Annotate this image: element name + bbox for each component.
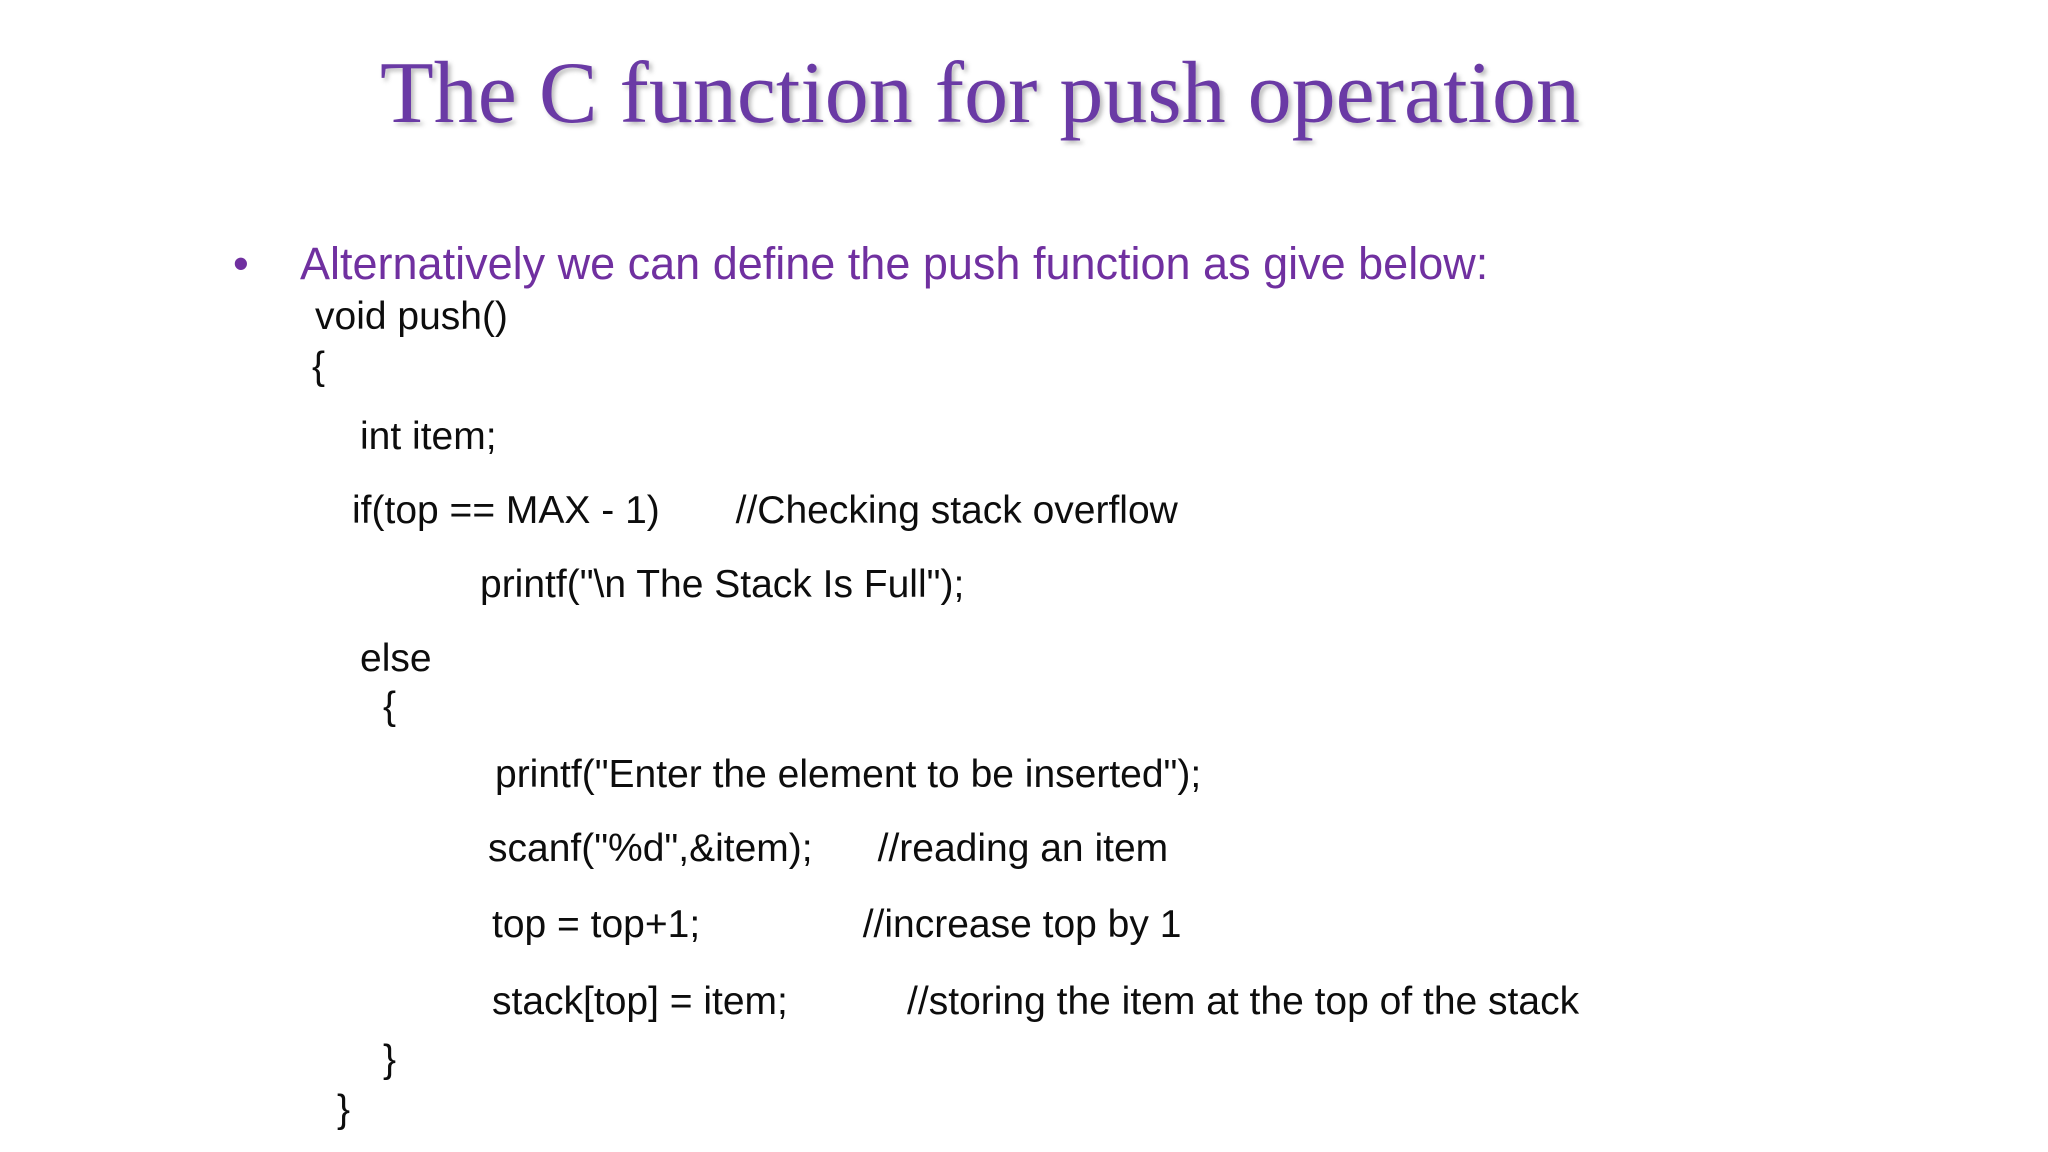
slide-title: The C function for push operation xyxy=(380,45,1580,142)
code-line: int item; xyxy=(360,415,497,458)
bullet-marker-icon: • xyxy=(233,238,249,289)
code-line: { xyxy=(312,345,326,388)
code-line: scanf("%d",&item); //reading an item xyxy=(488,827,1169,870)
bullet-text: Alternatively we can define the push fun… xyxy=(300,238,1489,289)
code-line: top = top+1; //increase top by 1 xyxy=(492,903,1182,946)
code-line: { xyxy=(383,685,397,728)
code-line: if(top == MAX - 1) //Checking stack over… xyxy=(352,489,1178,532)
code-line: printf("\n The Stack Is Full"); xyxy=(480,563,965,606)
code-line: printf("Enter the element to be inserted… xyxy=(495,753,1202,796)
code-line: else xyxy=(360,637,432,680)
code-line: } xyxy=(383,1038,397,1081)
code-line: } xyxy=(337,1088,351,1131)
code-line: void push() xyxy=(315,295,508,338)
code-line: stack[top] = item; //storing the item at… xyxy=(492,980,1580,1023)
bullet-item: • Alternatively we can define the push f… xyxy=(233,238,1488,290)
